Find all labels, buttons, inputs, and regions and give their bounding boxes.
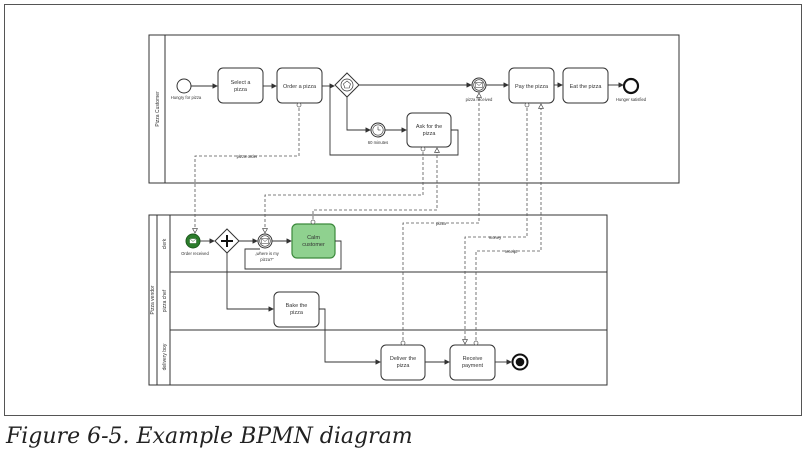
pool-name-customer: Pizza Customer <box>155 91 161 127</box>
figure-frame: Pizza Customer Pizza vendor clerk pizza … <box>4 4 802 416</box>
task-receive-line2: payment <box>462 363 484 369</box>
task-ask-line2: pizza <box>423 131 437 137</box>
start-event-order-received <box>185 233 201 249</box>
figure-caption: Figure 6-5. Example BPMN diagram <box>6 424 413 449</box>
bpmn-diagram: Pizza Customer Pizza vendor clerk pizza … <box>148 34 680 386</box>
task-bake-line1: Bake the <box>286 303 308 309</box>
lane-delivery-boy: delivery boy <box>162 343 168 370</box>
task-eat-pizza <box>562 67 609 104</box>
pool-name-vendor: Pizza vendor <box>150 285 156 314</box>
task-calm-line2: customer <box>302 242 325 248</box>
task-receive-line1: Receive <box>463 356 483 362</box>
task-order-pizza-label: Order a pizza <box>283 84 317 90</box>
task-pay-pizza <box>508 67 555 104</box>
task-eat-pizza-label: Eat the pizza <box>570 84 603 90</box>
start-event-order-received-label: Order received <box>181 251 209 256</box>
task-calm-line1: Calm <box>307 235 320 241</box>
timer-event <box>370 122 386 138</box>
task-select-pizza-line2: pizza <box>234 87 248 93</box>
task-deliver-line1: Deliver the <box>390 356 416 362</box>
timer-event-label: 60 minutes <box>368 140 388 145</box>
task-ask-line1: Ask for the <box>416 124 442 130</box>
lane-clerk: clerk <box>162 238 168 249</box>
message-label-pizza: pizza <box>436 221 446 226</box>
start-event-hungry-label: Hungry for pizza <box>171 95 202 100</box>
pool-pizza-customer: Pizza Customer <box>148 34 680 184</box>
sequence-flows-vendor <box>200 238 512 365</box>
task-select-pizza <box>217 67 264 104</box>
where-label-line2: pizza?“ <box>260 257 274 262</box>
message-flows <box>195 93 541 345</box>
task-deliver-line2: pizza <box>397 363 411 369</box>
message-label-money: money <box>489 235 502 240</box>
message-event-where-is-pizza <box>257 233 273 249</box>
task-calm-customer <box>291 223 336 259</box>
message-flow-origin-dots <box>296 102 530 346</box>
end-event-terminate <box>511 353 529 371</box>
message-label-pizza-order: pizza order <box>237 154 258 159</box>
task-pay-pizza-label: Pay the pizza <box>515 84 549 90</box>
task-receive-payment <box>449 344 496 381</box>
task-select-pizza-line1: Select a <box>231 80 252 86</box>
task-ask-for-pizza <box>406 112 452 148</box>
lane-pizza-chef: pizza chef <box>162 289 168 312</box>
sequence-flows-customer <box>191 82 624 156</box>
message-label-receipt: receipt <box>505 249 518 254</box>
start-event-hungry <box>176 78 192 94</box>
end-event-hunger-satisfied <box>622 77 640 95</box>
where-label-line1: „where is my <box>255 251 280 256</box>
message-event-pizza-received <box>471 77 487 93</box>
task-bake-pizza <box>273 291 320 328</box>
end-event-hunger-satisfied-label: Hunger satisfied <box>616 97 647 102</box>
task-bake-line2: pizza <box>290 310 304 316</box>
